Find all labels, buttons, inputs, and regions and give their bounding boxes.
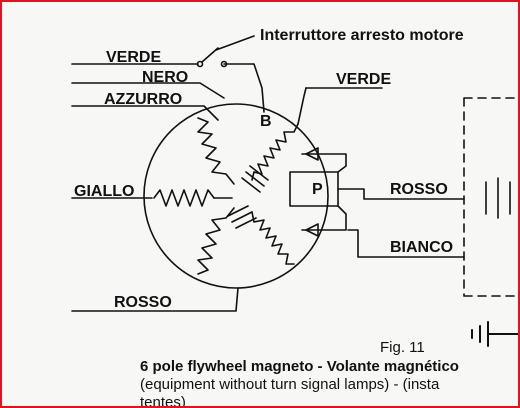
- coil-upper-left: [197, 117, 235, 185]
- label-rosso-bottom: ROSSO: [114, 294, 172, 311]
- label-azzurro: AZZURRO: [104, 91, 182, 108]
- wire-azzurro: [71, 105, 219, 121]
- center-mark-lower: [227, 205, 257, 229]
- label-switch: Interruttore arresto motore: [260, 27, 464, 44]
- coil-b-lead: [297, 87, 307, 125]
- coil-lower-right: [251, 211, 295, 265]
- coil-giallo: [153, 189, 215, 207]
- stator-circle: [143, 103, 329, 289]
- coil-b: [251, 123, 299, 181]
- diode-top: [305, 147, 319, 161]
- label-coil-b: B: [260, 113, 272, 130]
- caption-subtitle: (equipment without turn signal lamps) - …: [140, 376, 440, 393]
- center-mark-upper: [241, 165, 269, 193]
- device-coil: [485, 177, 511, 219]
- label-nero: NERO: [142, 69, 188, 86]
- label-coil-p: P: [312, 181, 323, 198]
- wire-bianco: [347, 229, 465, 258]
- ground-symbol: [471, 321, 518, 347]
- pickup-p-lead-bottom: [301, 205, 347, 231]
- coil-lower-left: [197, 207, 235, 275]
- caption-line3: tentes): [140, 394, 186, 408]
- switch-contact-left: [196, 60, 204, 68]
- switch-leader: [215, 35, 255, 51]
- label-rosso-right: ROSSO: [390, 181, 448, 198]
- switch-wire: [223, 63, 265, 113]
- wire-rosso-right: [337, 188, 465, 200]
- wire-nero: [71, 82, 225, 99]
- label-bianco: BIANCO: [390, 239, 453, 256]
- caption-title: 6 pole flywheel magneto - Volante magnét…: [140, 358, 459, 375]
- figure-number: Fig. 11: [380, 339, 425, 356]
- pickup-p-lead-top: [301, 153, 347, 173]
- label-verde-left: VERDE: [106, 49, 161, 66]
- diode-bottom: [305, 223, 319, 237]
- label-verde-right: VERDE: [336, 71, 391, 88]
- device-box: [463, 97, 518, 297]
- label-giallo: GIALLO: [74, 183, 134, 200]
- wire-rosso-bottom: [71, 287, 239, 312]
